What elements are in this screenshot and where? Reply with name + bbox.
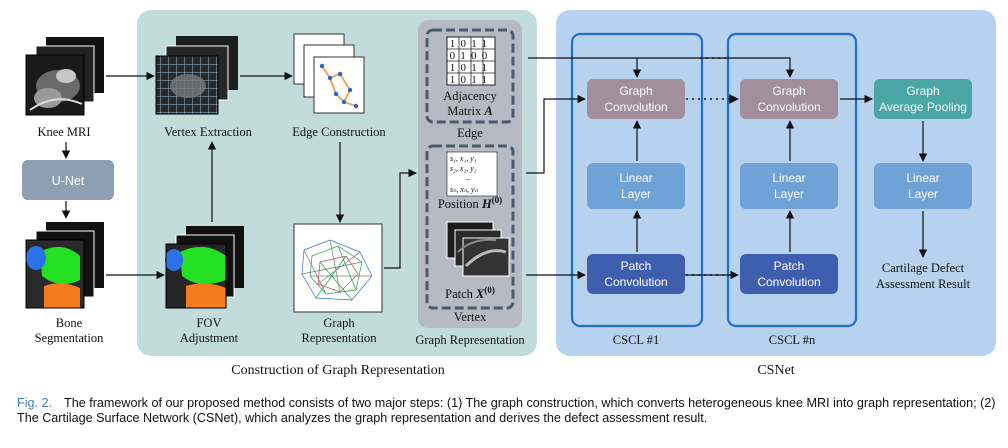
position-row-4: sₙ, xₙ, yₙ (450, 185, 479, 194)
patch-conv-1-text-2: Convolution (604, 275, 667, 289)
graph-convolution-box-1 (587, 79, 685, 119)
fov-label-2: Adjustment (180, 331, 239, 345)
linear-n-text-1: Linear (772, 171, 805, 185)
edge-dashed-box (425, 28, 515, 124)
result-label-2: Assessment Result (876, 277, 971, 291)
unet-label: U-Net (52, 174, 85, 188)
position-matrix: s₁, x₁, y₁ s₂, x₂, y₂ ... sₙ, xₙ, yₙ (446, 151, 498, 197)
bone-seg-label-1: Bone (56, 316, 83, 330)
unet-box (22, 160, 114, 200)
vertex-extraction-label: Vertex Extraction (164, 125, 253, 139)
cscl-1-frame (570, 32, 704, 328)
cscl-1-label: CSCL #1 (613, 333, 659, 347)
final-linear-text-1: Linear (906, 171, 939, 185)
position-row-1: s₁, x₁, y₁ (450, 154, 477, 163)
fov-label-1: FOV (196, 316, 221, 330)
position-row-3: ... (465, 173, 471, 182)
position-row-2: s₂, x₂, y₂ (450, 164, 477, 173)
edge-construction-image-stack (293, 33, 365, 114)
position-label: Position H(0) (438, 195, 502, 211)
patch-conv-1-text-1: Patch (621, 259, 652, 273)
patch-label: Patch X(0) (445, 285, 495, 301)
graph-rep-label-2: Representation (302, 331, 378, 345)
cscl-n-label: CSCL #n (769, 333, 816, 347)
final-linear-layer-box (874, 163, 972, 209)
knee-mri-image-stack (25, 37, 104, 116)
result-label-1: Cartilage Defect (882, 261, 965, 275)
vertex-dashed-box (425, 144, 515, 310)
pooling-text-1: Graph (906, 84, 939, 98)
patch-convolution-box-1 (587, 254, 685, 294)
caption-text: The framework of our proposed method con… (17, 396, 996, 425)
graph-conv-1-text-2: Convolution (604, 100, 667, 114)
matrix-row-1: 1011 (450, 38, 492, 50)
matrix-row-4: 1011 (450, 74, 492, 86)
graph-rep-label-1: Graph (323, 316, 355, 330)
vertex-label: Vertex (454, 310, 487, 324)
pooling-text-2: Average Pooling (879, 100, 967, 114)
flow-arrows (61, 57, 928, 280)
dotted-arrows (686, 57, 739, 276)
cscl-n-frame (726, 32, 858, 328)
bone-seg-label-2: Segmentation (35, 331, 104, 345)
graph-representation-label: Graph Representation (415, 333, 525, 347)
edge-label: Edge (457, 126, 483, 140)
matrix-row-2: 0100 (450, 50, 493, 62)
left-panel-title: Construction of Graph Representation (231, 363, 444, 378)
matrix-row-3: 1011 (450, 62, 492, 74)
figure-number: Fig. 2. (17, 396, 52, 410)
adjacency-label-2: Matrix A (447, 104, 493, 118)
graph-conv-1-text-1: Graph (619, 84, 652, 98)
vertex-extraction-image-stack (155, 36, 238, 115)
linear-1-text-2: Layer (621, 187, 651, 201)
edge-construction-label: Edge Construction (292, 125, 386, 139)
linear-n-text-2: Layer (774, 187, 804, 201)
fov-adjustment-image-stack (165, 226, 244, 309)
graph-conv-n-text-1: Graph (772, 84, 805, 98)
final-linear-text-2: Layer (908, 187, 938, 201)
patch-convolution-box-n (740, 254, 838, 294)
graph-conv-n-text-2: Convolution (757, 100, 820, 114)
graph-average-pooling-box (874, 79, 972, 119)
knee-mri-label: Knee MRI (37, 125, 90, 139)
patch-conv-n-text-1: Patch (774, 259, 805, 273)
linear-layer-box-1 (587, 163, 685, 209)
patch-image-stack (446, 221, 510, 277)
graph-convolution-box-n (740, 79, 838, 119)
adjacency-label-1: Adjacency (443, 89, 497, 103)
bone-segmentation-image-stack (25, 222, 104, 309)
figure-caption: Fig. 2.The framework of our proposed met… (17, 396, 1002, 426)
linear-1-text-1: Linear (619, 171, 652, 185)
csnet-title: CSNet (757, 363, 794, 378)
patch-conv-n-text-2: Convolution (757, 275, 820, 289)
linear-layer-box-n (740, 163, 838, 209)
adjacency-matrix: 1011 0100 1011 1011 (446, 36, 496, 86)
graph-3d-render (293, 223, 383, 313)
